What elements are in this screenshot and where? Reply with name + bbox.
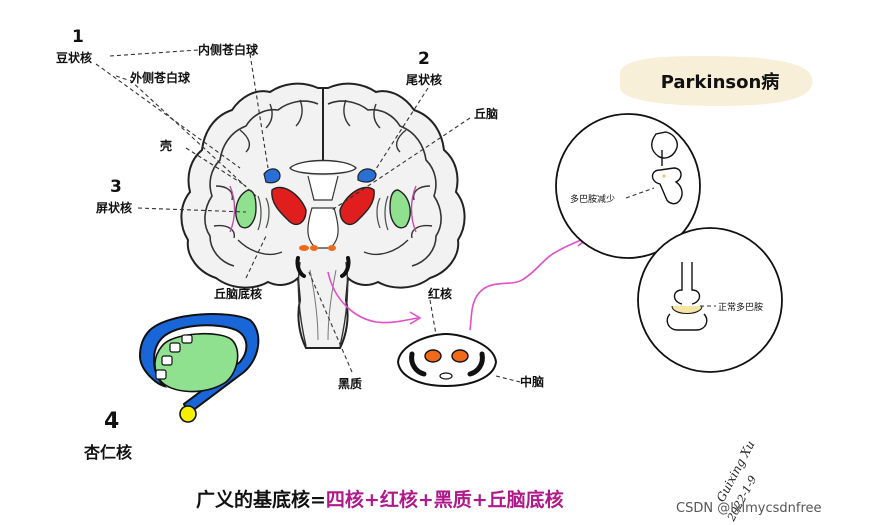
dopamine-reduced-label: 多巴胺减少 (570, 193, 615, 205)
red-nucleus-right (452, 350, 468, 362)
parkinson-title: Parkinson病 (661, 71, 780, 93)
label-number-2: 2 (418, 49, 430, 69)
label-red-nucleus: 红核 (428, 286, 452, 301)
caudate-right (358, 169, 376, 182)
label-number-4: 4 (104, 409, 119, 434)
red-nucleus-left (425, 350, 441, 362)
formula: 广义的基底核=四核+红核+黑质+丘脑底核 (196, 488, 564, 511)
formula-highlight: 四核+红核+黑质+丘脑底核 (326, 488, 564, 511)
formula-prefix: 广义的基底核= (196, 488, 326, 511)
lateral-ventricles (308, 176, 338, 200)
brain-coronal-section (181, 84, 464, 348)
label-number-3: 3 (110, 177, 122, 197)
label-midbrain: 中脑 (520, 374, 544, 389)
label-caudate-nucleus: 尾状核 (406, 72, 442, 87)
parkinson-tag: Parkinson病 (620, 56, 812, 106)
watermark: CSDN @lxlmycsdnfree (676, 501, 822, 516)
label-substantia-nigra: 黑质 (338, 376, 362, 391)
synapse-normal: 正常多巴胺 (638, 228, 782, 372)
caudate-left (264, 169, 280, 183)
dopamine-normal-label: 正常多巴胺 (718, 301, 763, 313)
label-lentiform-nucleus: 豆状核 (56, 50, 92, 65)
label-subthalamic-nucleus: 丘脑底核 (214, 286, 262, 301)
midbrain-section (398, 334, 496, 386)
subthalamic-left (299, 245, 309, 251)
corpus-callosum (290, 161, 356, 175)
label-lateral-globus-pallidus: 外侧苍白球 (130, 70, 191, 85)
label-amygdala: 杏仁核 (83, 443, 132, 462)
label-number-1: 1 (72, 27, 84, 47)
amygdala-sketch (140, 314, 258, 422)
label-putamen: 壳 (159, 138, 172, 153)
thalamus (308, 208, 338, 248)
amygdala-yellow-dot (180, 406, 196, 422)
subthalamic-right (328, 245, 336, 251)
label-claustrum: 屏状核 (95, 200, 132, 215)
label-medial-globus-pallidus: 内侧苍白球 (198, 42, 259, 57)
label-thalamus: 丘脑 (474, 106, 498, 121)
